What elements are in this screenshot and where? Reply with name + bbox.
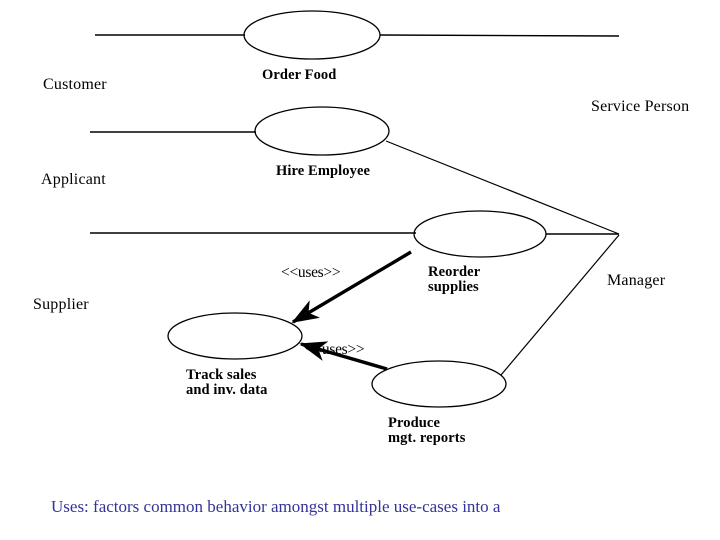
diagram-caption: Uses: factors common behavior amongst mu… bbox=[34, 470, 674, 540]
actor-label-service-person: Service Person bbox=[591, 98, 690, 115]
use-case-label-hire-employee: Hire Employee bbox=[276, 163, 371, 179]
use-case-ellipse-produce-reports bbox=[371, 360, 507, 408]
actor-label-supplier: Supplier bbox=[33, 296, 89, 313]
association-producereport-manager bbox=[500, 234, 620, 376]
association-lines bbox=[90, 34, 620, 376]
association-hireemployee-manager bbox=[385, 140, 620, 235]
use-case-label-reorder-supplies: Reorder supplies bbox=[428, 264, 481, 296]
use-case-ellipse-order-food bbox=[243, 10, 381, 60]
use-case-label-track-sales: Track sales and inv. data bbox=[186, 367, 268, 399]
use-case-ellipse-track-sales bbox=[167, 312, 303, 360]
use-case-ellipse-reorder-supplies bbox=[413, 210, 547, 258]
actor-label-customer: Customer bbox=[43, 76, 107, 93]
actor-label-manager: Manager bbox=[607, 272, 666, 289]
use-case-label-produce-reports: Produce mgt. reports bbox=[388, 415, 466, 447]
use-case-ellipses bbox=[167, 10, 547, 408]
use-case-ellipse-hire-employee bbox=[254, 106, 390, 156]
uses-stereotype-label-reorder: <<uses>> bbox=[281, 264, 341, 281]
uses-arrow-reorder-to-track-sales bbox=[291, 250, 412, 324]
uses-stereotype-label-produce: <<uses>> bbox=[305, 341, 365, 358]
actor-label-applicant: Applicant bbox=[41, 171, 106, 188]
uses-dependency-arrows bbox=[291, 250, 412, 371]
uses-arrow-produce-to-track-sales bbox=[299, 341, 388, 371]
association-orderfood-serviceperson bbox=[379, 34, 620, 37]
caption-line-1: Uses: factors common behavior amongst mu… bbox=[51, 496, 501, 516]
use-case-label-order-food: Order Food bbox=[262, 67, 337, 83]
